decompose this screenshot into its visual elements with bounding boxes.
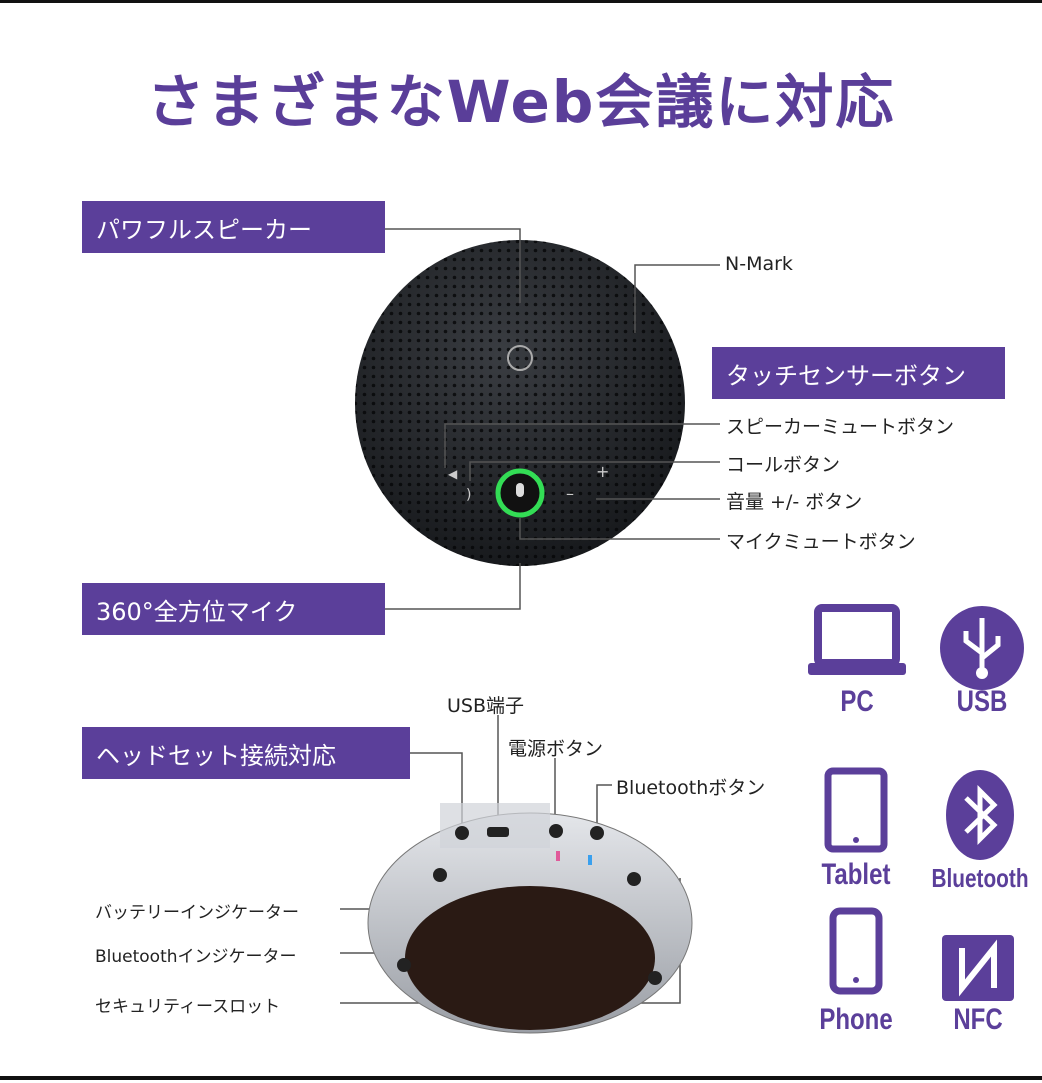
feature-speaker: パワフルスピーカー (82, 201, 385, 253)
bt-button-label: Bluetoothボタン (616, 777, 766, 799)
speaker-top-view: ◀ + – ) (355, 240, 685, 566)
speaker-bottom-view (367, 803, 693, 1034)
svg-text:–: – (566, 484, 574, 503)
compat-label-nfc: NFC (953, 1003, 1003, 1036)
call-label: コールボタン (726, 454, 841, 476)
page-title: さまざまなWeb会議に対応 (146, 68, 896, 136)
compat-label-pc: PC (840, 685, 874, 718)
mic-mute-label: マイクミュートボタン (726, 531, 916, 553)
compat-label-phone: Phone (819, 1003, 893, 1036)
product-illustration: ◀ + – ) (340, 228, 1024, 1034)
power-label: 電源ボタン (508, 738, 604, 760)
volume-label: 音量 +/- ボタン (726, 491, 863, 513)
laptop-icon (808, 604, 906, 675)
svg-text:+: + (596, 462, 609, 481)
bt-indicator-label: Bluetoothインジケーター (95, 947, 297, 967)
svg-text:◀: ◀ (448, 467, 458, 481)
usb-port-label: USB端子 (447, 695, 525, 717)
logo-icon (507, 345, 533, 371)
tablet-icon (824, 767, 888, 853)
nfc-icon (942, 935, 1014, 1001)
feature-mic: 360°全方位マイク (82, 583, 385, 635)
svg-text:): ) (466, 487, 471, 503)
compat-label-bluetooth: Bluetooth (931, 863, 1029, 893)
feature-headset: ヘッドセット接続対応 (82, 727, 410, 779)
compat-label-tablet: Tablet (821, 858, 891, 891)
bluetooth-icon (946, 770, 1014, 860)
phone-icon (829, 907, 883, 995)
speaker-mute-label: スピーカーミュートボタン (726, 416, 955, 438)
mic-icon (516, 483, 524, 497)
feature-touch: タッチセンサーボタン (712, 347, 1005, 399)
usb-icon (940, 606, 1024, 690)
nmark-label: N-Mark (725, 253, 793, 275)
security-label: セキュリティースロット (95, 997, 281, 1017)
battery-label: バッテリーインジケーター (95, 903, 299, 923)
compat-label-usb: USB (956, 685, 1008, 718)
